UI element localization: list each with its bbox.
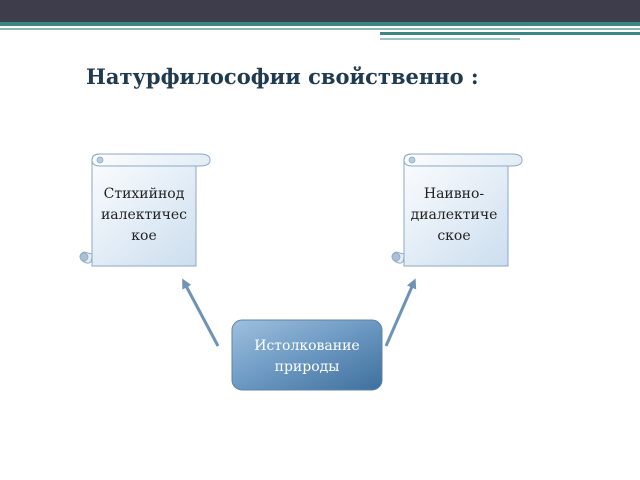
left-scroll-line: Стихийнод (103, 186, 185, 202)
left-scroll (79, 153, 211, 267)
center-box-line: природы (274, 359, 340, 375)
center-box (231, 319, 383, 391)
center-box-text: Истолкование природы (238, 336, 376, 378)
arrow-to-left-scroll (182, 278, 220, 347)
right-scroll-line: Наивно- (423, 186, 485, 202)
left-scroll-line: иалектичес (100, 207, 188, 223)
accent-stripe (380, 32, 640, 35)
accent-stripe (0, 22, 640, 26)
accent-stripe (0, 28, 640, 30)
center-box-line: Истолкование (254, 338, 360, 354)
accent-stripe (380, 38, 520, 40)
right-scroll-line: диалектиче (410, 207, 498, 223)
left-scroll-text: Стихийнод иалектичес кое (89, 184, 199, 247)
right-scroll-line: ское (437, 228, 471, 244)
arrow-to-right-scroll (384, 278, 417, 347)
left-scroll-line: кое (131, 228, 157, 244)
slide-title: Натурфилософии свойственно : (86, 64, 479, 89)
header-bar (0, 0, 640, 22)
right-scroll-text: Наивно- диалектиче ское (399, 184, 509, 247)
right-scroll (391, 153, 523, 267)
